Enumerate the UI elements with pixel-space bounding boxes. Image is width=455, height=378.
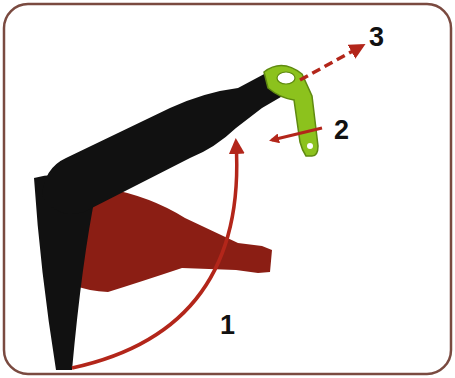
callout-number: 1 xyxy=(220,310,235,340)
callout-number: 3 xyxy=(369,22,384,52)
cap-removal-arrow xyxy=(300,46,362,80)
callout-number: 2 xyxy=(334,115,349,145)
tilted-bottle xyxy=(42,70,290,214)
lever-arrow xyxy=(272,128,322,140)
bottle-opener xyxy=(264,65,318,156)
frame-border xyxy=(4,4,451,374)
tilt-arrow xyxy=(72,142,237,368)
